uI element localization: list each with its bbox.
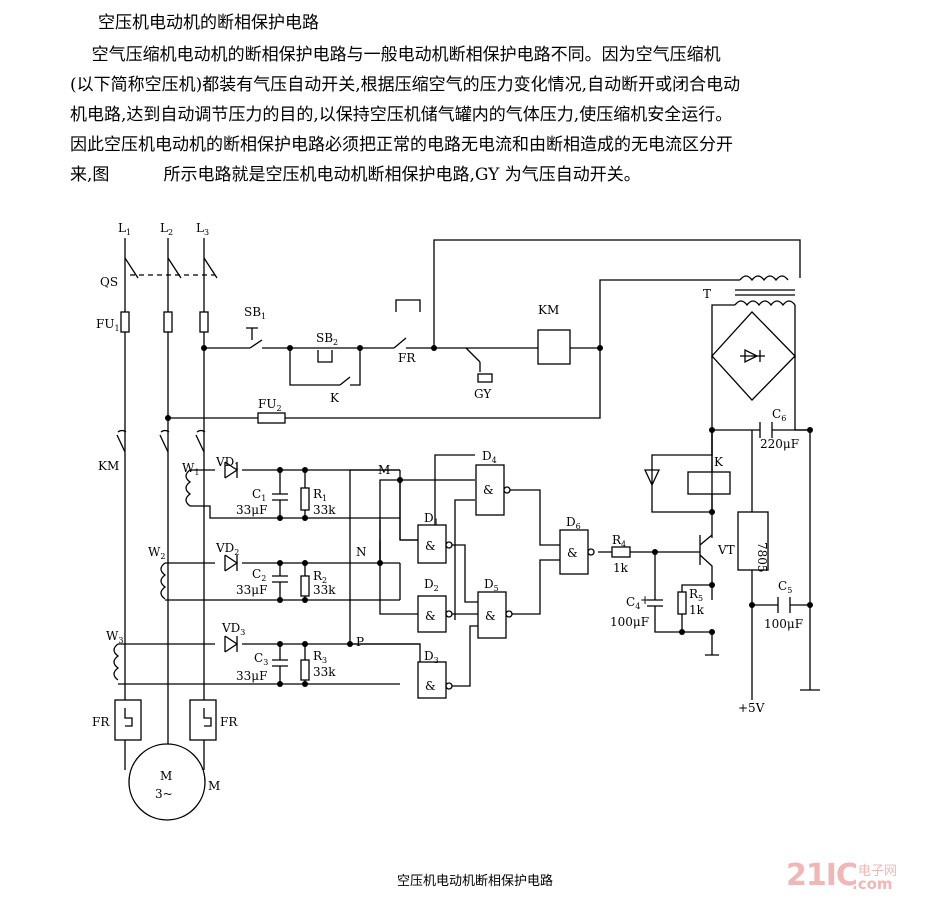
label-plus-5v: +5V (738, 701, 765, 715)
label-SB2: SB2 (316, 331, 338, 347)
label-node-M: M (378, 463, 390, 477)
label-motor: M (160, 769, 172, 783)
para-line-1: 空气压缩机电动机的断相保护电路与一般电动机断相保护电路不同。因为空气压缩机 (70, 45, 721, 65)
gate-symbol-D5: & (485, 609, 496, 623)
label-K-relay: K (714, 455, 724, 469)
para-line-2: (以下简称空压机)都装有气压自动开关,根据压缩空气的压力变化情况,自动断开或闭合… (70, 75, 741, 95)
label-C4-value: 100μF (610, 615, 649, 629)
label-R2-value: 33k (313, 583, 336, 597)
label-KM-coil: KM (538, 303, 559, 317)
logo-domain: .com (852, 875, 893, 893)
label-R3-value: 33k (313, 665, 336, 679)
label-R1: R1 (313, 487, 327, 503)
label-D3: D3 (424, 649, 439, 665)
label-C6-value: 220μF (760, 437, 799, 451)
label-D5: D5 (484, 577, 499, 593)
label-T: T (703, 287, 711, 301)
gate-symbol-D6: & (567, 546, 578, 560)
label-C5: C5 (778, 579, 792, 595)
label-7805: 7805 (755, 542, 769, 573)
label-D2: D2 (424, 577, 439, 593)
label-GY: GY (474, 387, 492, 401)
label-VD2: VD2 (215, 541, 239, 557)
label-L3: L3 (196, 221, 209, 237)
para-line-3: 机电路,达到自动调节压力的目的,以保持空压机储气罐内的气体压力,使压缩机安全运行… (70, 105, 733, 125)
label-C2-value: 33μF (236, 583, 267, 597)
logo-number: 21IC (786, 858, 858, 893)
circuit-labels: L1 L2 L3 QS FU1 KM SB1 SB2 K FR GY KM FU… (92, 221, 803, 801)
gate-symbol-D2: & (425, 609, 436, 623)
label-L2: L2 (160, 221, 173, 237)
label-R5-value: 1k (689, 603, 705, 617)
label-C1: C1 (252, 487, 266, 503)
label-C1-value: 33μF (236, 503, 267, 517)
label-R4: R4 (612, 533, 626, 549)
label-W3: W3 (106, 629, 123, 645)
label-R2: R2 (313, 569, 327, 585)
label-R5: R5 (689, 587, 703, 603)
site-logo: 21IC 电子网 .com (786, 858, 926, 898)
label-W1: W1 (182, 461, 199, 477)
label-C3: C3 (254, 651, 268, 667)
para-line-5: 来,图 所示电路就是空压机电动机断相保护电路,GY 为气压自动开关。 (70, 165, 641, 185)
label-FR-contact: FR (398, 351, 416, 365)
label-R4-value: 1k (613, 561, 629, 575)
label-R1-value: 33k (313, 503, 336, 517)
label-SB1: SB1 (244, 305, 266, 321)
label-motor-phase: 3~ (155, 787, 173, 801)
label-L1: L1 (118, 221, 131, 237)
label-C5-value: 100μF (764, 617, 803, 631)
para-line-4: 因此空压机电动机的断相保护电路必须把正常的电路无电流和由断相造成的无电流区分开 (70, 135, 733, 155)
label-D4: D4 (482, 449, 497, 465)
label-VD1: VD1 (215, 455, 239, 471)
label-QS: QS (100, 275, 118, 289)
label-K-contact: K (330, 391, 340, 405)
label-C4: C4 (626, 595, 640, 611)
article-paragraph: 空气压缩机电动机的断相保护电路与一般电动机断相保护电路不同。因为空气压缩机 (以… (70, 40, 906, 190)
gate-symbol-D3: & (425, 679, 436, 693)
label-VT: VT (717, 543, 735, 557)
label-FU1: FU1 (96, 317, 120, 333)
label-C3-value: 33μF (236, 669, 267, 683)
label-node-P: P (356, 635, 364, 649)
circuit-junctions (165, 345, 813, 687)
circuit-diagram: L1 L2 L3 QS FU1 KM SB1 SB2 K FR GY KM FU… (92, 221, 820, 821)
article-title: 空压机电动机的断相保护电路 (98, 13, 319, 33)
label-D6: D6 (566, 515, 581, 531)
label-D1: D1 (424, 511, 439, 527)
label-R3: R3 (313, 649, 327, 665)
label-C6: C6 (772, 407, 786, 423)
label-node-N: N (356, 545, 367, 559)
circuit-wires (113, 238, 820, 821)
label-C2: C2 (252, 567, 266, 583)
figure-caption: 空压机电动机断相保护电路 (397, 874, 554, 889)
label-VD3: VD3 (221, 621, 245, 637)
label-W2: W2 (148, 545, 165, 561)
label-C4-polarity: + (640, 593, 650, 607)
label-motor-M: M (208, 779, 220, 793)
label-KM-main: KM (98, 459, 119, 473)
label-FR-left: FR (92, 715, 110, 729)
gate-symbol-D4: & (483, 483, 494, 497)
gate-symbol-D1: & (425, 539, 436, 553)
logo-chinese: 电子网 (858, 864, 898, 879)
label-FU2: FU2 (258, 397, 282, 413)
label-FR-right: FR (220, 715, 238, 729)
